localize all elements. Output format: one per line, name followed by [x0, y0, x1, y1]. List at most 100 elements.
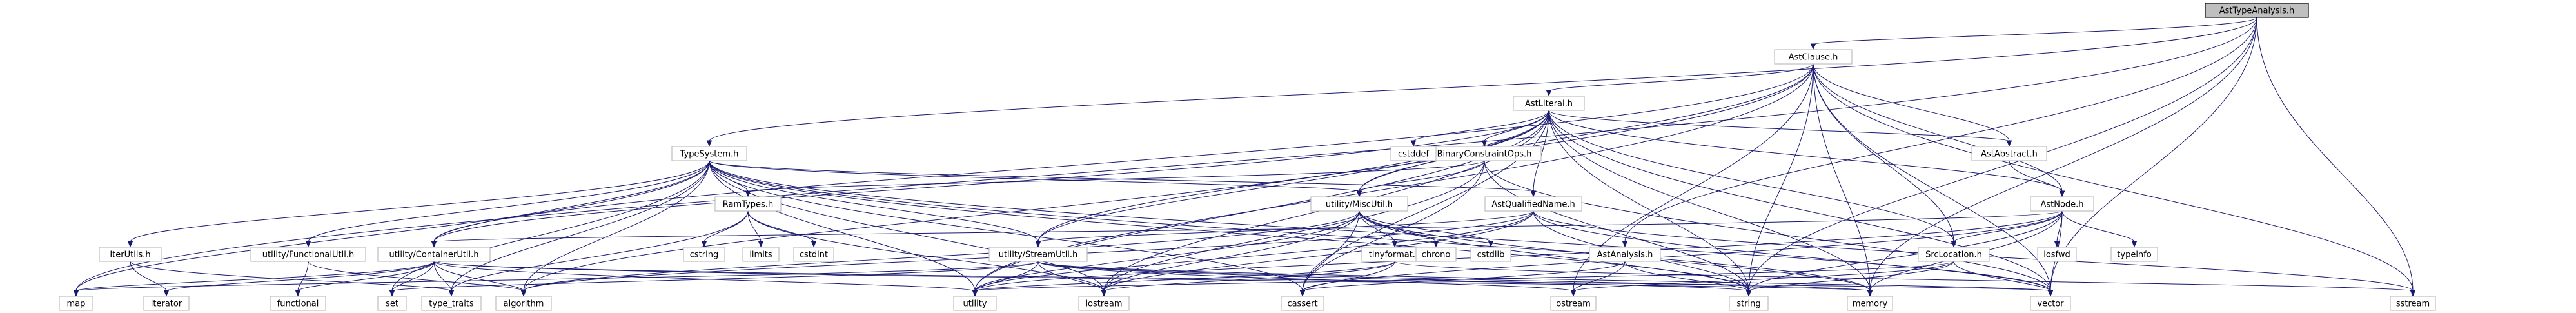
node-label: AstQualifiedName.h — [1491, 200, 1575, 210]
edge-line — [1037, 261, 1105, 292]
edge-line — [391, 261, 435, 292]
node-label: sstream — [2396, 299, 2430, 309]
node-sstream[interactable]: sstream — [2390, 296, 2436, 311]
node-utility-containerutil-h[interactable]: utility/ContainerUtil.h — [377, 247, 491, 262]
edge-line — [523, 110, 1549, 292]
edge-line — [391, 261, 1039, 292]
node-label: AstClause.h — [1789, 53, 1838, 63]
node-ostream[interactable]: ostream — [1550, 296, 1597, 311]
arrowhead-icon — [1391, 241, 1398, 248]
node-iosfwd[interactable]: iosfwd — [2037, 247, 2077, 262]
node-box — [250, 247, 366, 262]
edge-line — [709, 160, 1303, 292]
arrowhead-icon — [295, 290, 301, 297]
edge-line — [1748, 210, 2063, 292]
edge-line — [709, 160, 1360, 192]
node-astclause-h[interactable]: AstClause.h — [1774, 49, 1853, 65]
edge-line — [523, 160, 710, 292]
arrowhead-icon — [1481, 140, 1488, 147]
node-srclocation-h[interactable]: SrcLocation.h — [1918, 247, 1990, 262]
node-box — [377, 296, 407, 311]
node-ramtypes-h[interactable]: RamTypes.h — [714, 196, 782, 212]
edge-utility-containerutil-h-to-utility — [433, 261, 978, 297]
arrowhead-icon — [431, 241, 437, 248]
edge-astclause-h-to-astabstract-h — [1813, 63, 2012, 147]
edge-line — [2009, 160, 2063, 192]
arrowhead-icon — [1570, 290, 1577, 297]
node-memory[interactable]: memory — [1847, 296, 1893, 311]
node-utility[interactable]: utility — [953, 296, 997, 311]
arrowhead-icon — [1810, 43, 1816, 50]
node-functional[interactable]: functional — [270, 296, 326, 311]
node-utility-functionalutil-h[interactable]: utility/FunctionalUtil.h — [250, 247, 366, 262]
node-utility-miscutil-h[interactable]: utility/MiscUtil.h — [1310, 196, 1408, 212]
node-map[interactable]: map — [59, 296, 93, 311]
node-vector[interactable]: vector — [2030, 296, 2071, 311]
edge-line — [1103, 210, 1534, 292]
edge-line — [75, 17, 2257, 292]
node-cstddef[interactable]: cstddef — [1390, 146, 1437, 161]
node-type-traits[interactable]: type_traits — [421, 296, 482, 311]
node-label: iterator — [151, 299, 182, 309]
node-box — [1918, 247, 1990, 262]
node-label: TypeSystem.h — [680, 150, 739, 159]
edge-typesystem-h-to-utility-miscutil-h — [709, 160, 1362, 197]
edge-astanalysis-h-to-cassert — [1299, 261, 1626, 297]
node-cassert[interactable]: cassert — [1281, 296, 1324, 311]
node-label: limits — [749, 250, 772, 260]
edge-line — [1813, 63, 1954, 243]
node-box — [377, 247, 491, 262]
edge-line — [1813, 17, 2257, 45]
node-algorithm[interactable]: algorithm — [495, 296, 552, 311]
node-label: BinaryConstraintOps.h — [1437, 150, 1532, 159]
edge-asttypeanalysis-h-to-astclause-h — [1810, 17, 2257, 50]
node-chrono[interactable]: chrono — [1415, 247, 1457, 262]
node-cstring[interactable]: cstring — [683, 247, 725, 262]
edge-line — [297, 261, 435, 292]
edge-line — [433, 160, 710, 243]
edge-line — [1394, 261, 2414, 292]
edge-line — [1359, 210, 1395, 243]
node-astqualifiedname-h[interactable]: AstQualifiedName.h — [1484, 196, 1582, 212]
edge-asttypeanalysis-h-to-sstream — [2256, 17, 2416, 297]
edge-line — [1359, 63, 1814, 192]
edge-line — [433, 261, 452, 292]
node-iostream[interactable]: iostream — [1078, 296, 1130, 311]
node-box — [953, 296, 997, 311]
edge-astabstract-h-to-astnode-h — [2009, 160, 2065, 197]
node-astabstract-h[interactable]: AstAbstract.h — [1971, 146, 2047, 161]
edge-astnode-h-to-typeinfo — [2061, 210, 2138, 248]
node-astnode-h[interactable]: AstNode.h — [2030, 196, 2094, 212]
edge-line — [1953, 261, 2051, 292]
node-cstdint[interactable]: cstdint — [793, 247, 834, 262]
node-string[interactable]: string — [1729, 296, 1769, 311]
node-astliteral-h[interactable]: AstLiteral.h — [1513, 96, 1585, 111]
edge-astliteral-h-to-cstddef — [1410, 110, 1549, 147]
node-label: vector — [2037, 299, 2064, 309]
node-typeinfo[interactable]: typeinfo — [2110, 247, 2158, 262]
edge-line — [709, 160, 976, 292]
node-astanalysis-h[interactable]: AstAnalysis.h — [1589, 247, 1661, 262]
edge-line — [1359, 160, 1485, 192]
node-iterutils-h[interactable]: IterUtils.h — [99, 247, 162, 262]
arrowhead-icon — [127, 241, 133, 248]
node-limits[interactable]: limits — [742, 247, 780, 262]
arrowhead-icon — [2047, 290, 2054, 297]
node-typesystem-h[interactable]: TypeSystem.h — [671, 146, 747, 161]
node-box — [1078, 296, 1130, 311]
node-tinyformat-h[interactable]: tinyformat.h — [1361, 247, 1428, 262]
node-utility-streamutil-h[interactable]: utility/StreamUtil.h — [988, 247, 1088, 262]
edge-line — [1748, 63, 1814, 292]
edge-line — [130, 261, 167, 292]
edge-line — [433, 261, 2051, 292]
node-binaryconstraintops-h[interactable]: BinaryConstraintOps.h — [1427, 146, 1542, 161]
node-label: utility — [963, 299, 987, 309]
arrowhead-icon — [2006, 140, 2012, 147]
edge-line — [1813, 63, 2414, 292]
edge-utility-containerutil-h-to-set — [389, 261, 435, 297]
node-label: AstLiteral.h — [1525, 99, 1573, 109]
node-iterator[interactable]: iterator — [143, 296, 190, 311]
node-set[interactable]: set — [377, 296, 407, 311]
node-cstdlib[interactable]: cstdlib — [1470, 247, 1511, 262]
